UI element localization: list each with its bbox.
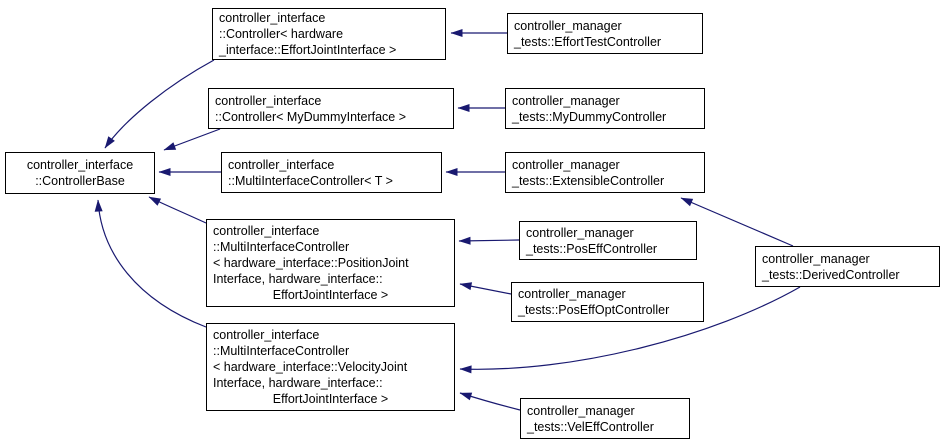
node-vel-eff-controller[interactable]: controller_manager _tests::VelEffControl… bbox=[520, 398, 690, 439]
node-label-line: controller_manager bbox=[512, 93, 620, 108]
node-label-line: _tests::MyDummyController bbox=[512, 109, 667, 124]
node-pos-eff-controller[interactable]: controller_manager _tests::PosEffControl… bbox=[519, 221, 697, 260]
node-label-line: controller_manager bbox=[512, 157, 620, 172]
node-label-line: _tests::DerivedController bbox=[762, 267, 900, 282]
edge-controllereffort-to-base bbox=[104, 59, 215, 149]
node-label-line: controller_interface bbox=[213, 328, 320, 342]
edge-micvel-to-base bbox=[94, 199, 207, 328]
node-mic-velocity-effort[interactable]: controller_interface ::MultiInterfaceCon… bbox=[206, 323, 455, 411]
node-label-line: _tests::PosEffController bbox=[526, 241, 658, 256]
node-label-line: controller_manager bbox=[527, 403, 635, 418]
node-label-line: ::Controller< hardware bbox=[219, 27, 344, 41]
node-label-line: Interface, hardware_interface:: bbox=[213, 376, 383, 390]
edge-veleff-to-micvel bbox=[459, 392, 521, 411]
edge-poseff-to-micpos bbox=[458, 236, 520, 245]
node-label-line: controller_manager bbox=[518, 287, 626, 301]
node-pos-eff-opt-controller[interactable]: controller_manager _tests::PosEffOptCont… bbox=[511, 282, 704, 322]
node-controller-mydummy[interactable]: controller_interface ::Controller< MyDum… bbox=[208, 88, 454, 129]
node-multi-interface-controller-t[interactable]: controller_interface ::MultiInterfaceCon… bbox=[221, 152, 442, 193]
node-label-line: _tests::VelEffController bbox=[527, 419, 654, 434]
node-label-line: EffortJointInterface > bbox=[272, 392, 389, 406]
node-controller-effort-joint[interactable]: controller_interface ::Controller< hardw… bbox=[212, 8, 446, 60]
node-label-line: ::MultiInterfaceController< T > bbox=[228, 173, 393, 188]
node-label-line: ::ControllerBase bbox=[35, 174, 125, 188]
node-label-line: controller_interface bbox=[215, 93, 322, 108]
node-label-line: ::Controller< MyDummyInterface > bbox=[215, 109, 407, 124]
node-label-line: controller_manager bbox=[526, 225, 634, 240]
node-label-line: _tests::EffortTestController bbox=[514, 34, 662, 49]
node-label-line: controller_interface bbox=[26, 158, 134, 172]
edge-controllermydummy-to-base bbox=[163, 128, 221, 151]
node-label-line: _interface::EffortJointInterface > bbox=[219, 43, 397, 57]
node-label-line: _tests::ExtensibleController bbox=[512, 173, 665, 188]
node-mydummy-controller[interactable]: controller_manager _tests::MyDummyContro… bbox=[505, 88, 705, 129]
node-extensible-controller[interactable]: controller_manager _tests::ExtensibleCon… bbox=[505, 152, 705, 193]
edge-poseffopt-to-micpos bbox=[459, 282, 512, 295]
node-label-line: controller_manager bbox=[762, 251, 870, 266]
node-controller-base[interactable]: controller_interface ::ControllerBase bbox=[5, 152, 155, 194]
edge-micpos-to-base bbox=[148, 196, 207, 224]
node-label-line: EffortJointInterface > bbox=[272, 288, 389, 302]
node-mic-position-effort[interactable]: controller_interface ::MultiInterfaceCon… bbox=[206, 219, 455, 307]
node-label-line: < hardware_interface::VelocityJoint bbox=[213, 360, 408, 374]
node-label-line: _tests::PosEffOptController bbox=[518, 303, 670, 317]
node-label-line: controller_manager bbox=[514, 18, 622, 33]
node-derived-controller[interactable]: controller_manager _tests::DerivedContro… bbox=[755, 246, 940, 287]
node-label-line: controller_interface bbox=[228, 157, 335, 172]
node-label-line: Interface, hardware_interface:: bbox=[213, 272, 383, 286]
node-label-line: ::MultiInterfaceController bbox=[213, 344, 350, 358]
node-label-line: < hardware_interface::PositionJoint bbox=[213, 256, 409, 270]
edge-derived-to-extensible bbox=[680, 197, 794, 247]
node-label-line: controller_interface bbox=[219, 11, 326, 25]
node-effort-test-controller[interactable]: controller_manager _tests::EffortTestCon… bbox=[507, 13, 703, 54]
node-label-line: controller_interface bbox=[213, 224, 320, 238]
node-label-line: ::MultiInterfaceController bbox=[213, 240, 350, 254]
